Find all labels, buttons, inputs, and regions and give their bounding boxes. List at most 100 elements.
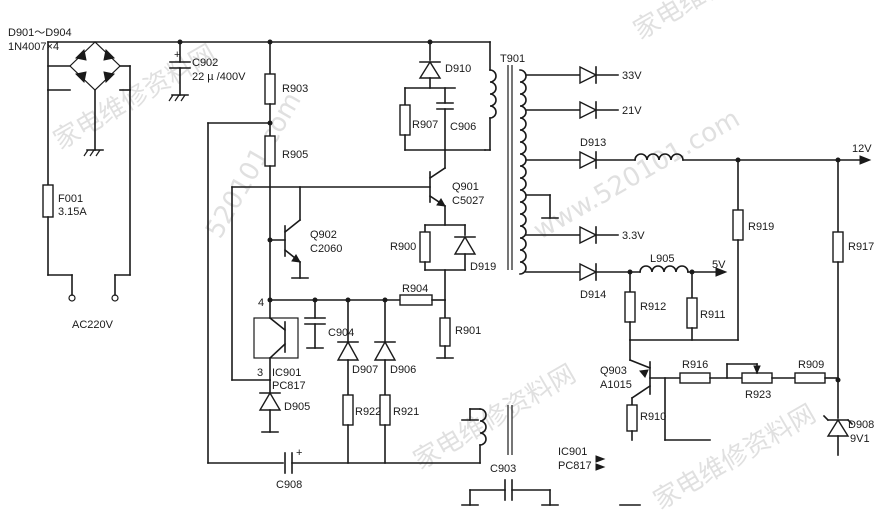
transistor-q902 [283,218,302,264]
transistor-q901 [428,166,447,208]
resistor-r912 [624,291,636,323]
ac-terminal-left [68,294,76,302]
label-f001: F001 [58,193,83,205]
transformer-secondary-winding [519,69,527,275]
label-r905: R905 [282,149,308,161]
label-ic901: IC901 [272,367,301,379]
label-d906: D906 [390,364,416,376]
label-33v: 33V [622,70,642,82]
capacitor-c908 [284,452,293,474]
resistor-r911 [686,297,698,329]
diode-3v3 [579,225,598,245]
label-a1015: A1015 [600,379,632,391]
fuse-f001 [42,184,54,218]
label-r907: R907 [412,119,438,131]
label-5v: 5V [712,259,726,271]
diode-d905 [258,391,282,411]
label-c902-val: 22 µ /400V [192,71,246,83]
diode-d908 [822,414,854,437]
label-d908-val: 9V1 [850,433,870,445]
label-r923: R923 [745,389,771,401]
watermark-1: 家电维修资料网 [629,0,802,46]
label-pc817: PC817 [272,380,306,392]
label-q901: Q901 [452,181,479,193]
label-ic901-secondary: IC901 [558,446,587,458]
label-d914: D914 [580,289,606,301]
resistor-r919 [732,209,744,241]
diode-d913 [579,150,598,170]
resistor-r903 [264,73,276,105]
label-r912: R912 [640,301,666,313]
transformer-primary-winding [489,69,497,119]
label-d901-d904: D901～D904 [8,27,72,39]
resistor-r909 [794,372,826,384]
label-r904: R904 [402,283,428,295]
resistor-r917 [832,231,844,263]
label-12v: 12V [852,143,872,155]
watermark-3: www.520101.com [529,104,746,246]
label-c908: C908 [276,479,302,491]
resistor-r900 [419,231,431,263]
label-c2060: C2060 [310,243,342,255]
diode-d914 [579,262,598,282]
diode-21v [579,100,598,120]
label-3v3: 3.3V [622,230,645,242]
svg-text:+: + [296,447,302,459]
diode-33v [579,65,598,85]
label-t901: T901 [500,53,525,65]
watermark-5: 家电维修资料网 [409,359,582,476]
label-r917: R917 [848,241,874,253]
label-q903: Q903 [600,365,627,377]
label-d910: D910 [445,63,471,75]
resistor-r916 [679,372,711,384]
resistor-r910 [626,404,638,432]
label-d913: D913 [580,137,606,149]
resistor-r901 [439,317,451,347]
feedback-winding [479,408,487,446]
diode-d919 [453,235,477,255]
label-r910: R910 [640,411,666,423]
label-pin4: 4 [258,297,264,309]
watermark-4: 520101.com [200,87,308,243]
label-d907: D907 [352,364,378,376]
label-pin3: 3 [257,367,263,379]
bridge-rectifier [47,41,131,157]
label-r901: R901 [455,325,481,337]
resistor-r907 [399,104,411,136]
diode-d906 [373,340,397,361]
label-pc817-secondary: PC817 [558,460,592,472]
label-r909: R909 [798,359,824,371]
label-f001-val: 3.15A [58,206,87,218]
label-d919: D919 [470,261,496,273]
label-r921: R921 [393,406,419,418]
inductor-12v [634,153,684,161]
label-d905: D905 [284,401,310,413]
label-l905: L905 [650,253,674,265]
label-r903: R903 [282,83,308,95]
resistor-r905 [264,135,276,167]
label-1n4007: 1N4007×4 [8,41,59,53]
capacitor-c902: + [168,41,191,102]
label-ac220v: AC220V [72,319,114,331]
label-r916: R916 [682,359,708,371]
label-d908: D908 [848,419,874,431]
label-c906: C906 [450,121,476,133]
potentiometer-r923 [741,372,773,384]
label-c904: C904 [328,327,354,339]
watermark-6: 家电维修资料网 [649,399,822,516]
svg-text:+: + [174,49,180,61]
resistor-r921 [379,394,391,426]
label-r911: R911 [700,309,725,321]
label-r919: R919 [748,221,774,233]
label-q902: Q902 [310,229,337,241]
label-r922: R922 [355,406,381,418]
resistor-r904 [399,294,433,306]
inductor-l905 [639,265,689,273]
label-21v: 21V [622,105,642,117]
label-c903: C903 [490,463,516,475]
optocoupler-ic901 [253,317,299,359]
diode-d907 [336,340,360,361]
label-c5027: C5027 [452,195,484,207]
resistor-r922 [342,394,354,426]
